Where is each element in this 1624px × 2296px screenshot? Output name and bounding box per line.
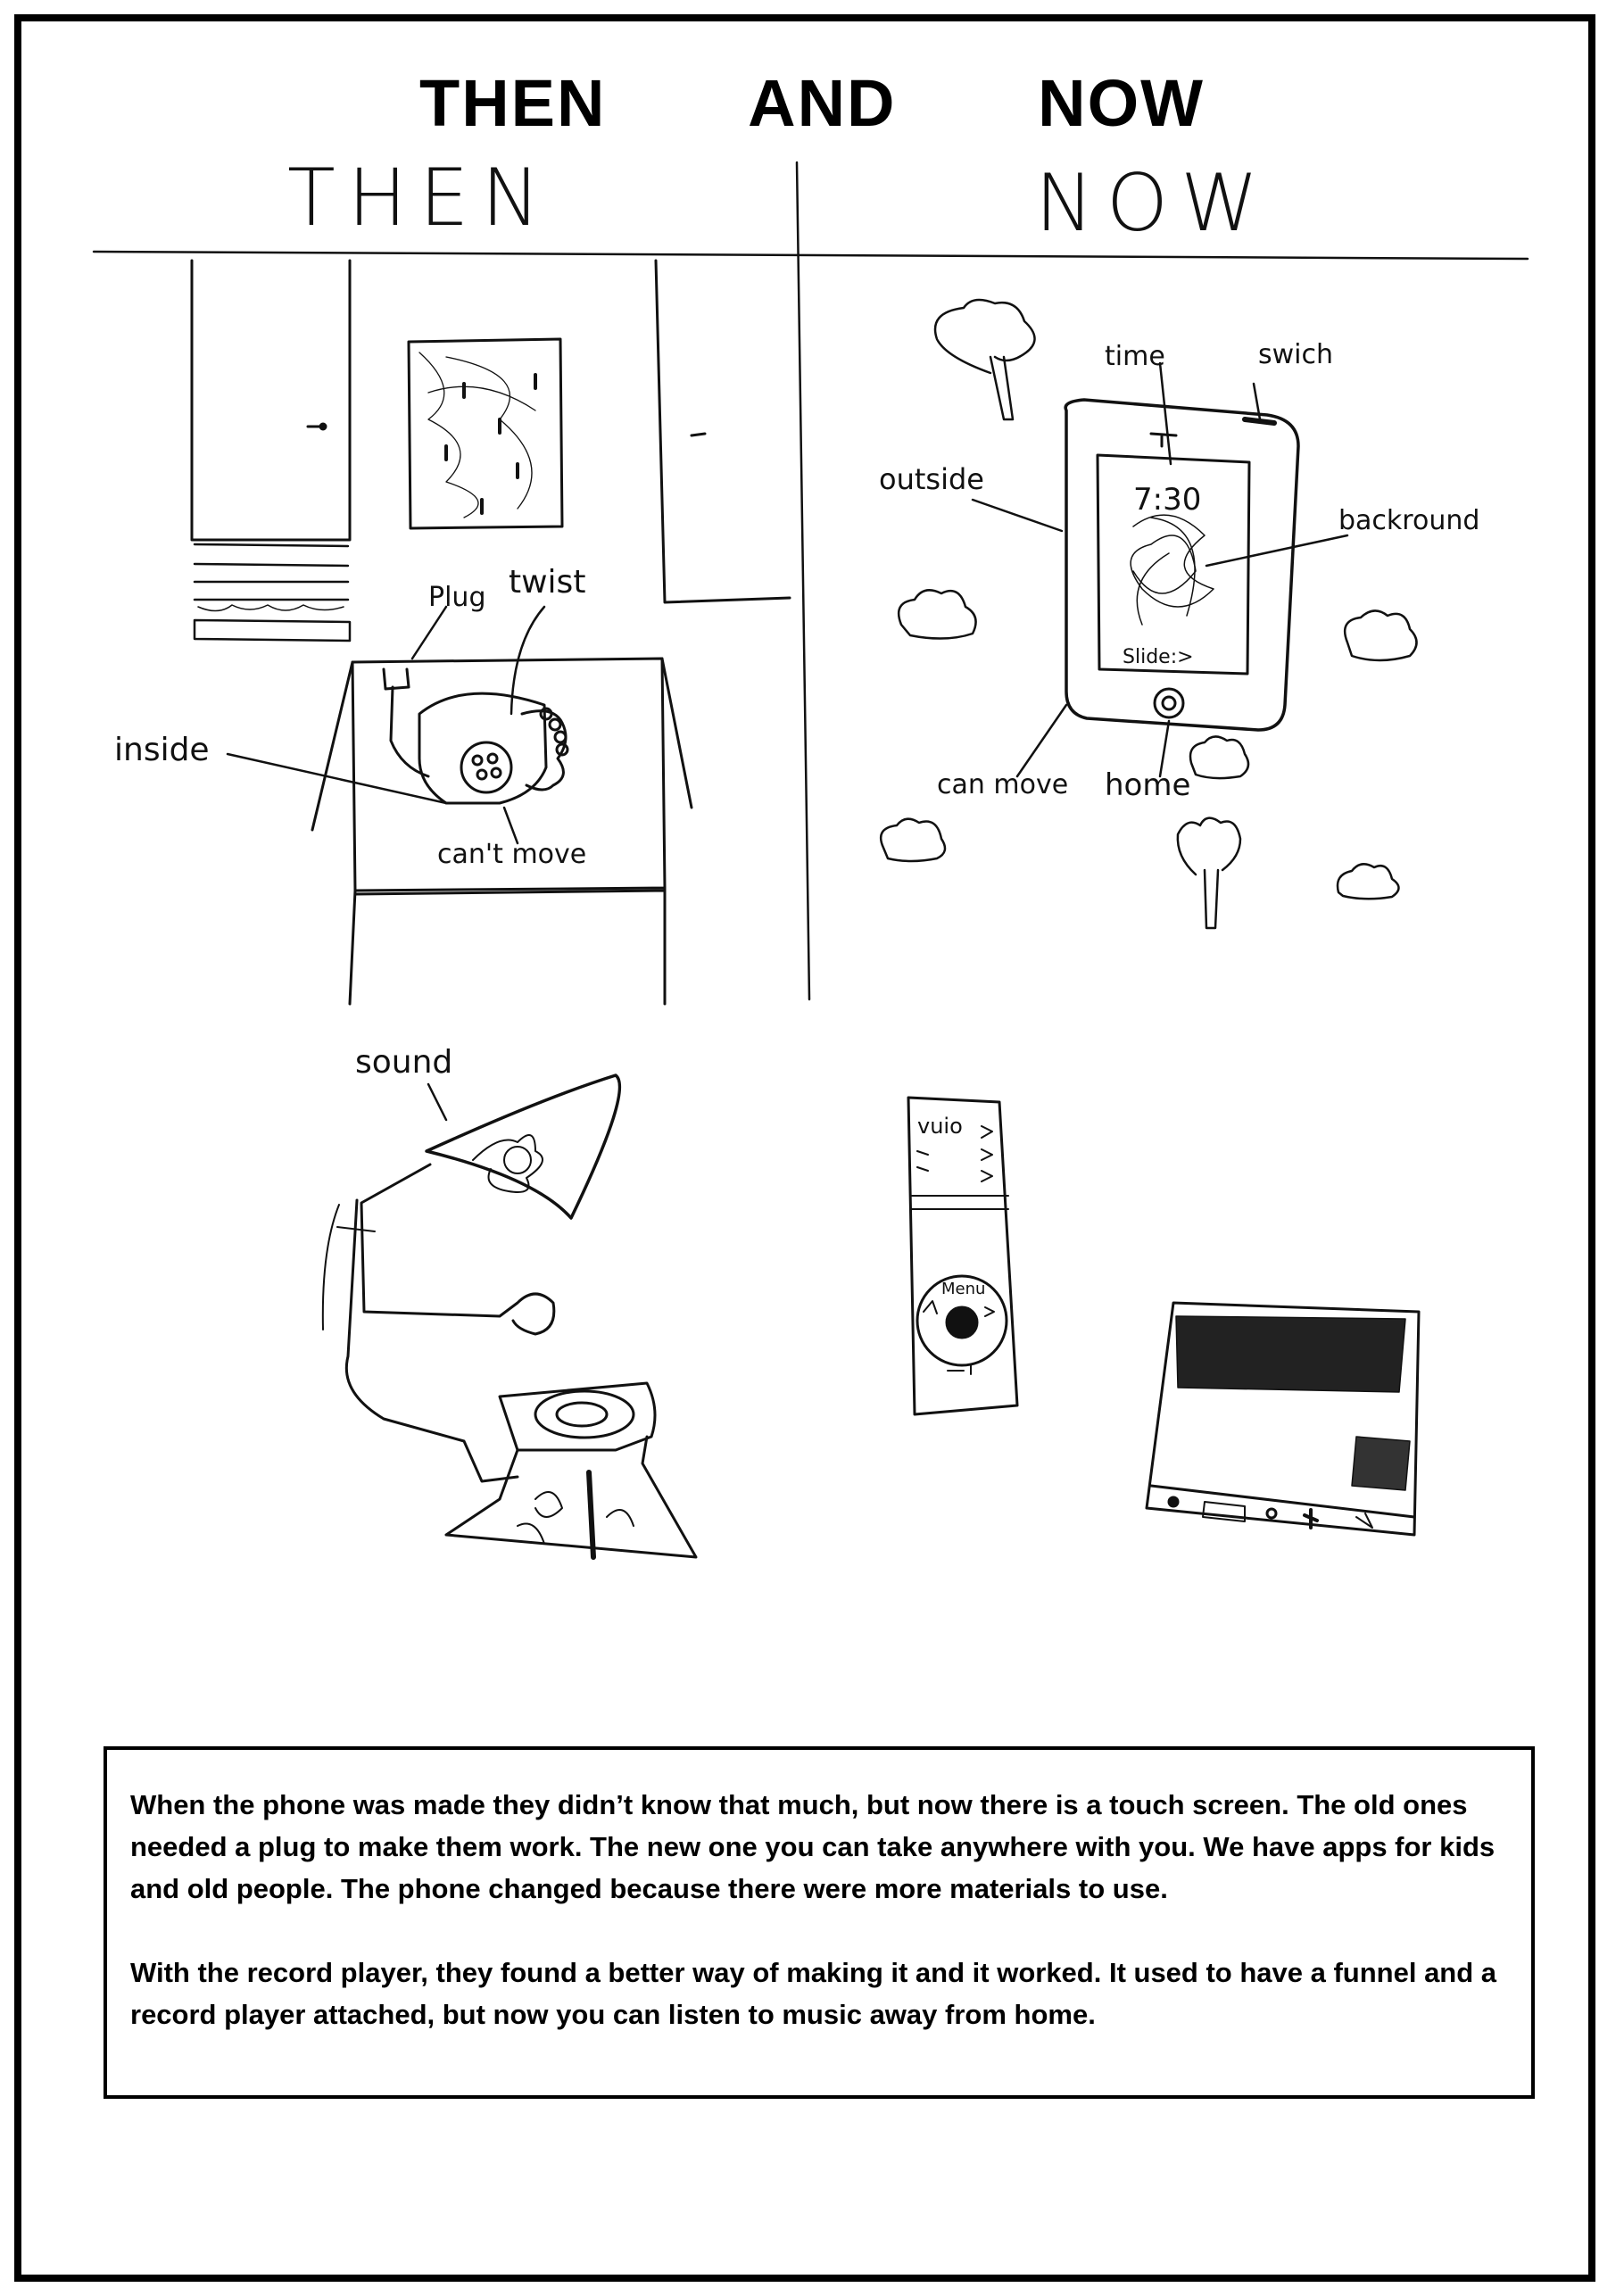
label-inside: inside	[114, 732, 210, 768]
column-divider	[795, 161, 811, 1001]
then-heading: THEN	[287, 152, 553, 244]
now-heading: NOW	[1035, 157, 1272, 249]
ipod-menu-label: Menu	[941, 1280, 986, 1298]
label-time: time	[1105, 341, 1165, 372]
smartphone-drawing	[971, 361, 1349, 778]
label-backround: backround	[1338, 505, 1480, 536]
paragraph-record-player: With the record player, they found a bet…	[130, 1957, 1497, 2030]
tablet-drawing	[1145, 1301, 1421, 1537]
label-outside: outside	[879, 462, 984, 496]
screen-slide: Slide:>	[1123, 646, 1194, 668]
old-phone-drawing	[226, 605, 693, 1006]
tree-top	[933, 298, 1036, 421]
label-plug: Plug	[428, 582, 486, 613]
label-sound: sound	[355, 1044, 453, 1081]
explanation-box: When the phone was made they didn’t know…	[104, 1746, 1535, 2099]
ipod-screen-label: vuio	[917, 1114, 963, 1139]
clouds	[879, 589, 1418, 900]
label-cant-move: can't move	[437, 839, 587, 870]
title-word-and: AND	[748, 65, 897, 140]
wall-picture	[407, 337, 564, 530]
heading-rule	[92, 250, 1529, 261]
title-word-then: THEN	[419, 65, 607, 140]
page-title: THEN AND NOW	[419, 62, 1205, 143]
label-can-move: can move	[937, 769, 1069, 800]
paragraph-phone: When the phone was made they didn’t know…	[130, 1789, 1496, 1904]
label-twist: twist	[509, 564, 586, 601]
gramophone-drawing	[321, 1073, 698, 1560]
title-word-now: NOW	[1038, 65, 1205, 140]
label-home: home	[1105, 767, 1191, 803]
page-frame	[14, 14, 1595, 2282]
cupboard-drawing	[190, 259, 791, 642]
label-swich: swich	[1258, 339, 1334, 370]
tree-bottom	[1176, 816, 1242, 930]
screen-time: 7:30	[1133, 482, 1202, 518]
ipod-drawing	[907, 1096, 1019, 1416]
